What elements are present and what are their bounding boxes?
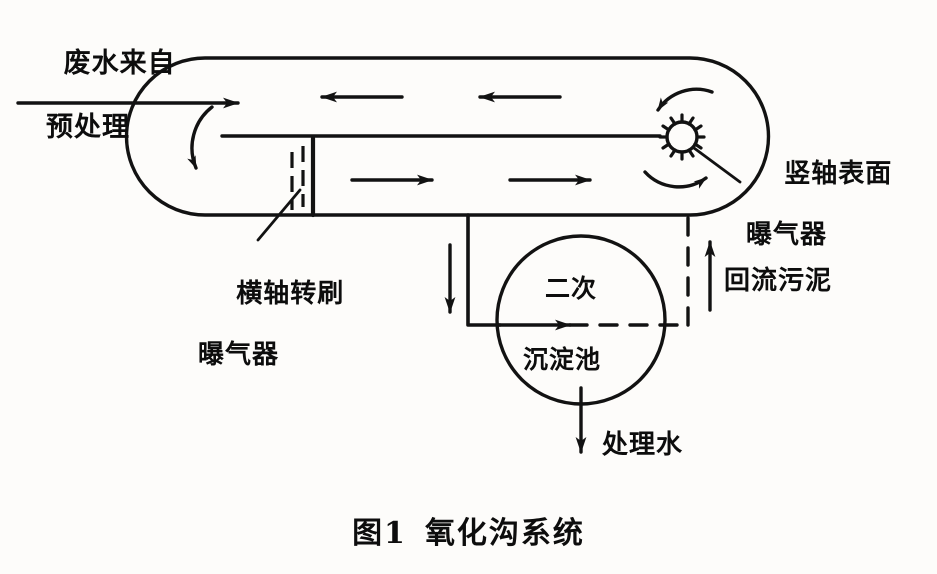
label-influent-line2: 预处理: [46, 111, 130, 143]
vertical-shaft-aerator-icon: [665, 120, 699, 154]
flow-curve-right-top: [656, 87, 714, 112]
label-brush-aerator-line2: 曝气器: [198, 340, 280, 371]
brush-aerator-hatching: [290, 146, 305, 210]
label-settling-tank-line1: 二次: [545, 274, 598, 303]
label-vertical-shaft-aerator: 竖轴表面 曝气器: [744, 128, 892, 312]
label-settling-tank-line2: 沉淀池: [523, 345, 602, 374]
flow-curve-right-bottom: [643, 170, 708, 189]
vertical-shaft-aerator-teeth: [658, 113, 706, 161]
label-influent: 废水来自 预处理: [22, 16, 176, 207]
pipe-to-settler: [466, 213, 502, 327]
flow-curve-left-turn: [187, 105, 214, 170]
label-vertical-shaft-aerator-line2: 曝气器: [746, 220, 828, 251]
label-return-sludge: 回流污泥: [724, 266, 833, 296]
figure-caption-title: 氧化沟系统: [424, 516, 585, 551]
vertical-aerator-leader-line: [692, 146, 742, 184]
label-brush-aerator: 横轴转刷 曝气器: [196, 248, 344, 432]
label-treated-water: 处理水: [602, 430, 684, 460]
secondary-settling-tank: [495, 234, 667, 406]
label-vertical-shaft-aerator-line1: 竖轴表面: [784, 158, 893, 189]
figure-caption: 图1 氧化沟系统: [0, 508, 937, 552]
figure-caption-number: 图1: [352, 516, 407, 551]
brush-aerator-leader-line: [256, 188, 302, 242]
ditch-outline: [124, 56, 771, 217]
label-influent-line1: 废水来自: [63, 47, 176, 79]
label-brush-aerator-line1: 横轴转刷: [236, 278, 345, 309]
